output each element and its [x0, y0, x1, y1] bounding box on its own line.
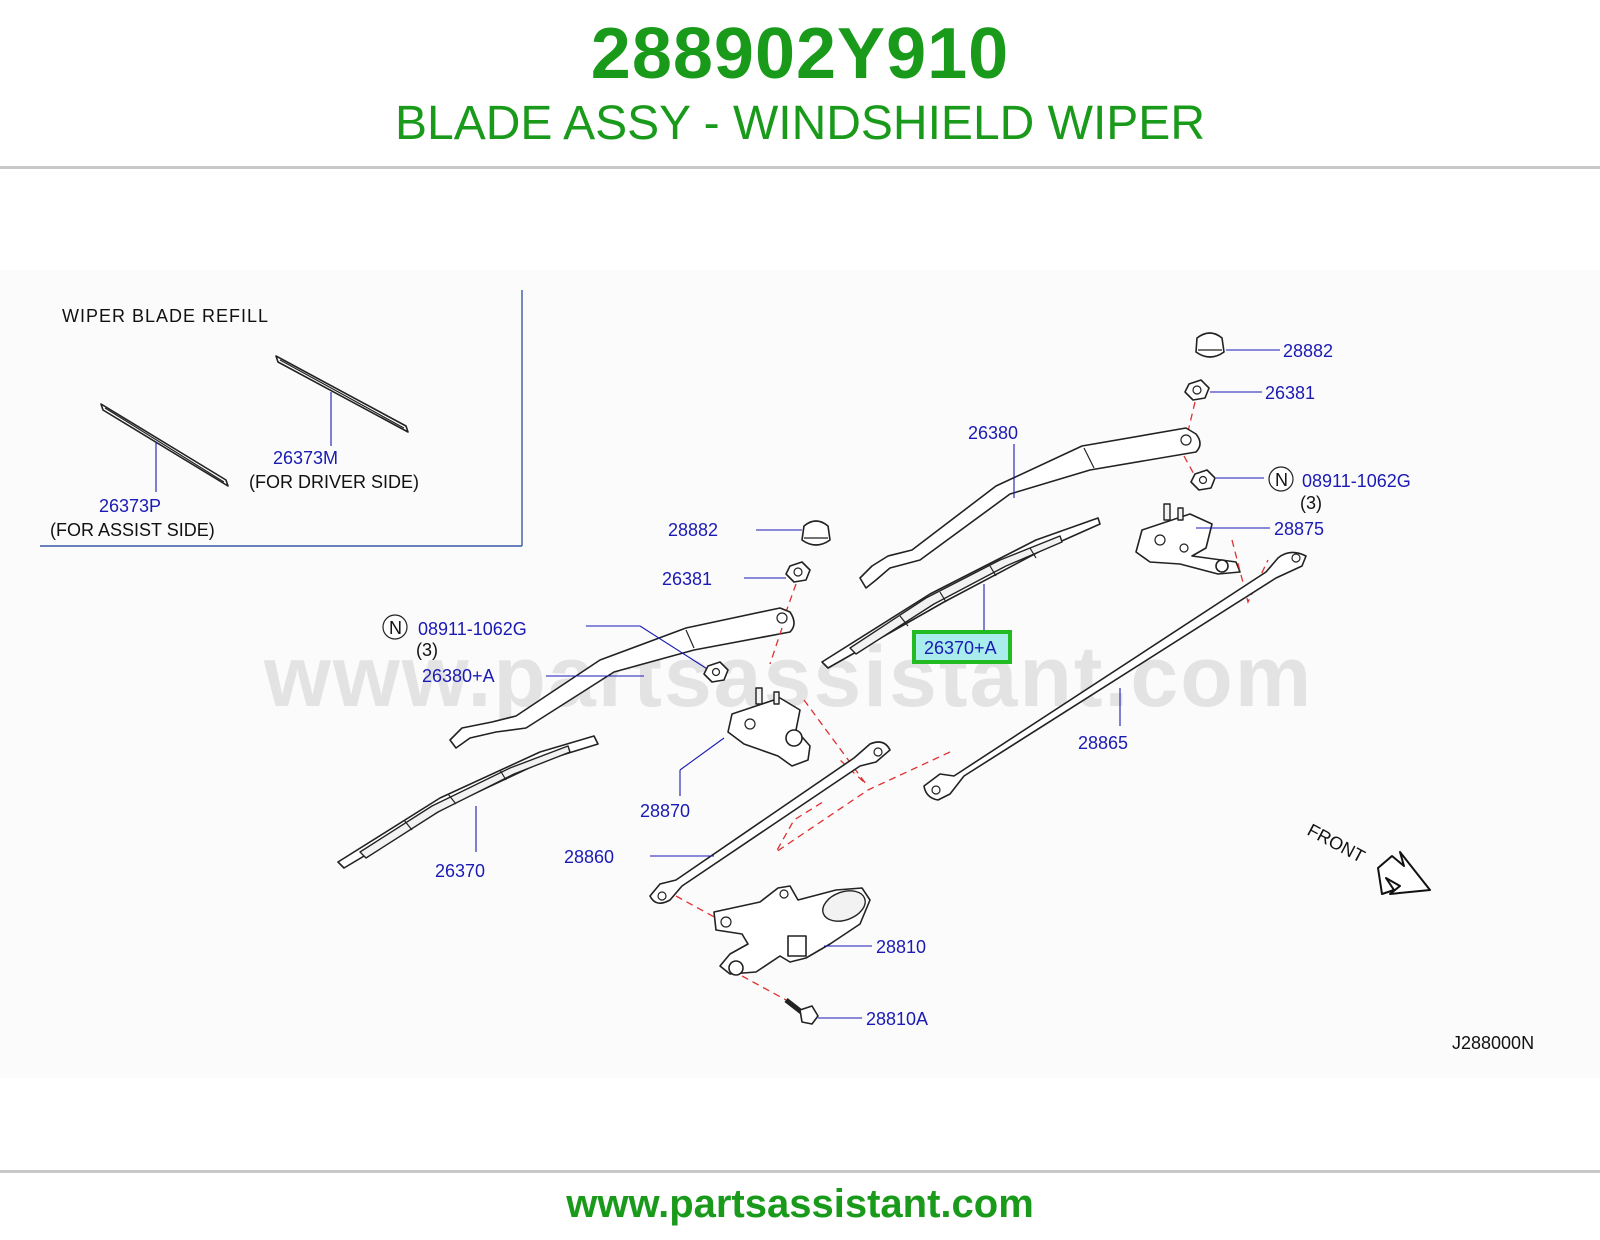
callout-28870[interactable]: 28870 — [640, 801, 690, 821]
footer-site-url[interactable]: www.partsassistant.com — [566, 1182, 1034, 1226]
page-header: 288902Y910 BLADE ASSY - WINDSHIELD WIPER — [0, 0, 1600, 168]
flange-nut-right — [1190, 469, 1216, 491]
callout-26370A-highlighted[interactable]: 26370+A — [924, 638, 997, 658]
wiper-arm-right — [859, 427, 1201, 589]
parts-diagram: www.partsassistant.com WIPER BLADE REFIL… — [0, 270, 1600, 1078]
part-number-title: 288902Y910 — [590, 14, 1010, 94]
wiper-blade-26370A — [821, 517, 1101, 669]
refill-inset: WIPER BLADE REFILL 26373M (FOR DRIVER SI… — [40, 290, 523, 547]
callout-26373M[interactable]: 26373M — [273, 448, 338, 468]
assist-side-note: (FOR ASSIST SIDE) — [50, 520, 215, 540]
callout-28865[interactable]: 28865 — [1078, 733, 1128, 753]
bolt-28810A — [784, 998, 819, 1025]
pivot-nut-right — [1184, 379, 1210, 401]
footer-divider — [0, 1170, 1600, 1173]
callout-28810A[interactable]: 28810A — [866, 1009, 928, 1029]
n-symbol-right — [1268, 466, 1294, 492]
callout-26381-right[interactable]: 26381 — [1265, 383, 1315, 403]
refill-title: WIPER BLADE REFILL — [62, 306, 269, 326]
diagram-code: J288000N — [1452, 1033, 1534, 1053]
driver-side-note: (FOR DRIVER SIDE) — [249, 472, 419, 492]
parts-diagram-drawing: www.partsassistant.com WIPER BLADE REFIL… — [40, 290, 1534, 1053]
header-divider — [0, 166, 1600, 169]
pivot-nut-left — [785, 561, 811, 583]
n-symbol-right-letter: N — [1275, 470, 1288, 490]
pivot-cap-right — [1195, 332, 1225, 358]
wiper-arm-left — [449, 607, 795, 749]
qty-left: (3) — [416, 640, 438, 660]
callout-08911-left[interactable]: 08911-1062G — [418, 619, 527, 639]
front-arrow-icon — [1377, 851, 1431, 895]
part-name-subtitle: BLADE ASSY - WINDSHIELD WIPER — [395, 97, 1205, 150]
callout-28810[interactable]: 28810 — [876, 937, 926, 957]
flange-nut-left — [703, 661, 729, 683]
link-rod-28860 — [649, 741, 891, 904]
wiper-motor-28810 — [713, 885, 871, 976]
callout-28882-left[interactable]: 28882 — [668, 520, 718, 540]
pivot-assembly-right — [1135, 503, 1241, 575]
callout-28875[interactable]: 28875 — [1274, 519, 1324, 539]
callout-26381-left[interactable]: 26381 — [662, 569, 712, 589]
callout-26380A[interactable]: 26380+A — [422, 666, 495, 686]
callout-28860[interactable]: 28860 — [564, 847, 614, 867]
callout-26370[interactable]: 26370 — [435, 861, 485, 881]
front-label: FRONT — [1304, 820, 1368, 867]
qty-right: (3) — [1300, 493, 1322, 513]
n-symbol-left — [382, 614, 408, 640]
wiper-blade-26370 — [337, 735, 599, 869]
n-symbol-left-letter: N — [389, 618, 402, 638]
callout-28882-right[interactable]: 28882 — [1283, 341, 1333, 361]
pivot-cap-left — [801, 520, 831, 546]
highlight-box — [912, 630, 1012, 664]
pivot-assembly-left — [727, 687, 811, 767]
callout-26380[interactable]: 26380 — [968, 423, 1018, 443]
callout-26373P[interactable]: 26373P — [99, 496, 161, 516]
link-rod-28865 — [923, 551, 1307, 801]
callout-08911-right[interactable]: 08911-1062G — [1302, 471, 1411, 491]
